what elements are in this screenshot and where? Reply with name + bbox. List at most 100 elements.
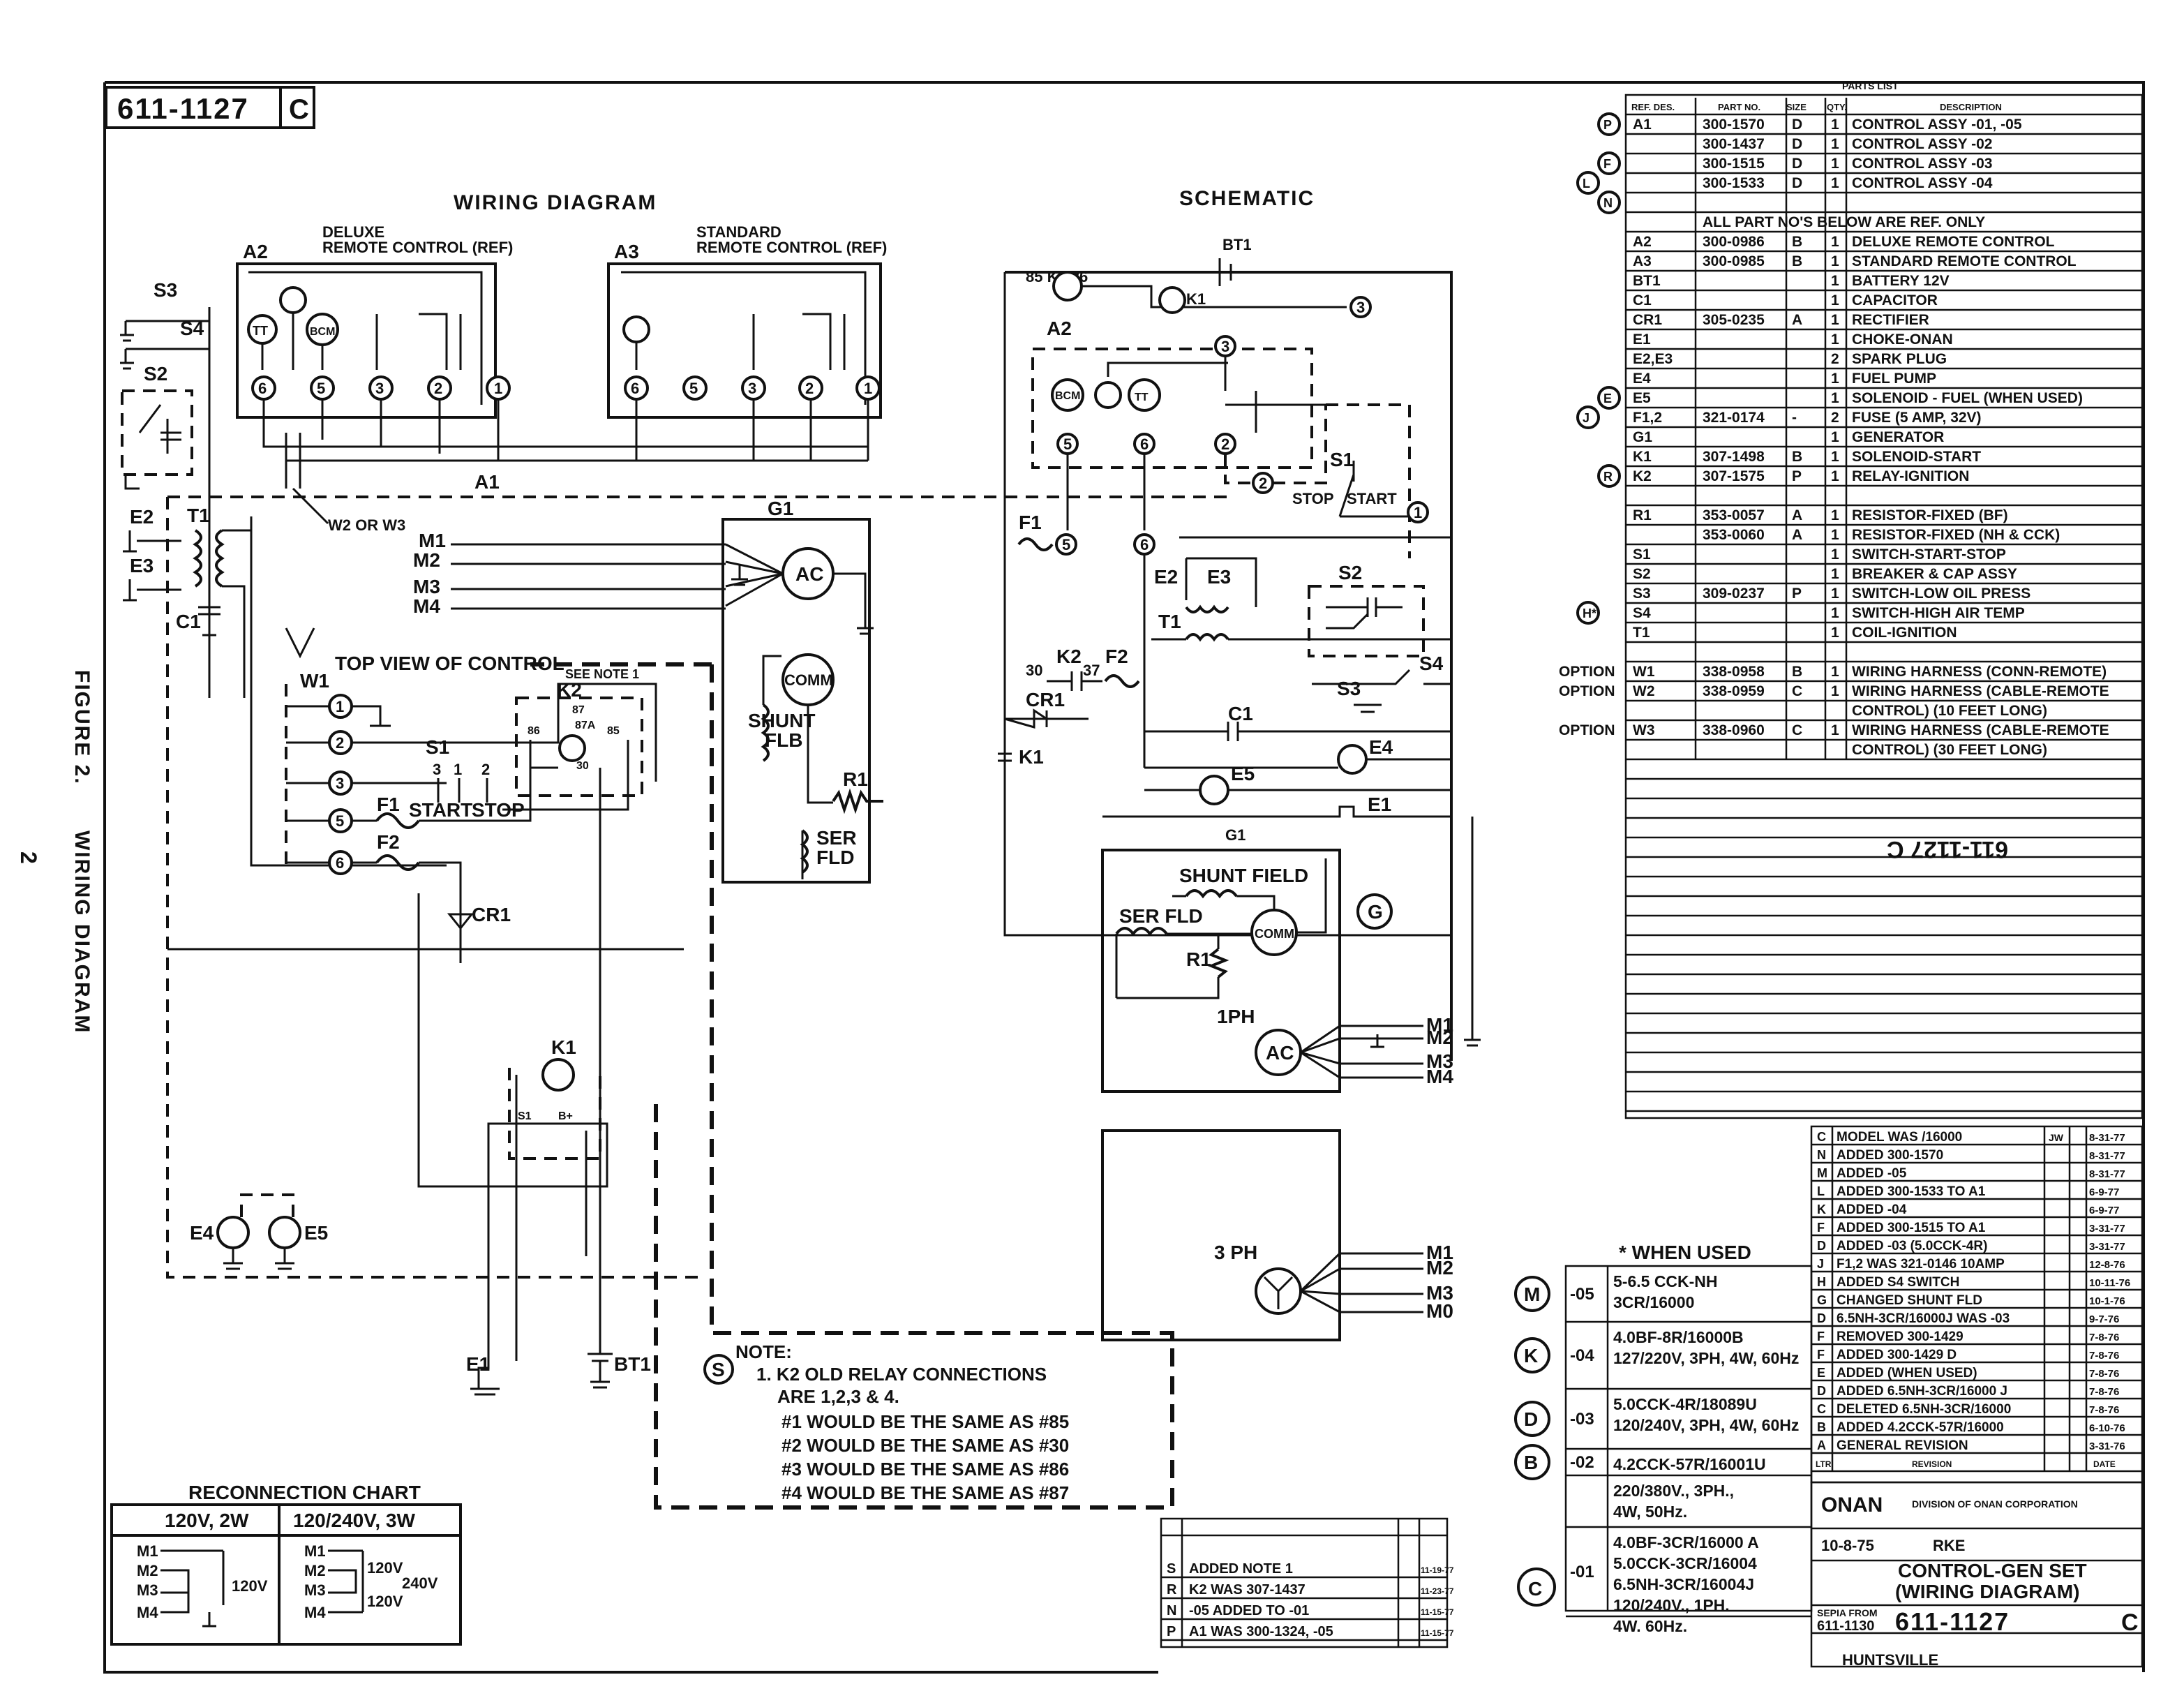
rev-letter: F	[1817, 1348, 1825, 1362]
model-text: 4W. 60Hz.	[1613, 1617, 1687, 1635]
model-dash: -03	[1570, 1410, 1594, 1429]
parts-cell: FUSE (5 AMP, 32V)	[1852, 410, 1982, 426]
rev-description: ADDED S4 SWITCH	[1837, 1275, 1959, 1290]
parts-cell: 1	[1831, 664, 1839, 680]
svg-text:M1: M1	[1426, 1014, 1453, 1036]
parts-cell: SWITCH-START-STOP	[1852, 546, 2006, 563]
parts-cell: 309-0237	[1703, 586, 1765, 602]
rev-description: 6.5NH-3CR/16000J WAS -03	[1837, 1311, 2010, 1326]
rev-description: F1,2 WAS 321-0146 10AMP	[1837, 1257, 2005, 1272]
parts-cell: A	[1792, 312, 1802, 328]
inverted-tag: 611-1127 C	[1887, 836, 2008, 863]
svg-text:S: S	[712, 1359, 725, 1380]
svg-text:3: 3	[748, 380, 756, 397]
small-rev-letter: R	[1167, 1582, 1177, 1598]
cr1-label: CR1	[472, 904, 511, 925]
revision-marker-text: F	[1603, 157, 1611, 171]
parts-cell: 1	[1831, 468, 1839, 484]
sch-c1: C1	[1228, 703, 1253, 724]
model-text: 4.0BF-8R/16000B	[1613, 1328, 1744, 1346]
parts-cell: 1	[1831, 566, 1839, 582]
svg-text:120/240V, 3W: 120/240V, 3W	[293, 1510, 415, 1531]
rev-date: 12-8-76	[2089, 1259, 2125, 1271]
parts-cell: 2	[1831, 410, 1839, 426]
title-block: ONAN DIVISION OF ONAN CORPORATION 10-8-7…	[1810, 1481, 2144, 1669]
svg-text:LTR: LTR	[1816, 1459, 1832, 1469]
model-text: 4W, 50Hz.	[1613, 1503, 1687, 1521]
sch-1ph-leads: M1 M2 M3 M4	[1300, 1014, 1453, 1087]
model-marker-text: D	[1524, 1408, 1538, 1430]
sch-1ph: 1PH	[1217, 1006, 1255, 1027]
revision-marker-text: H*	[1583, 606, 1596, 620]
rev-date: 8-31-77	[2089, 1150, 2125, 1162]
r1-label: R1	[843, 768, 868, 790]
parts-cell: SPARK PLUG	[1852, 351, 1947, 367]
a3-label2: REMOTE CONTROL (REF)	[696, 239, 887, 256]
see-note: SEE NOTE 1	[565, 667, 639, 681]
model-text: 6.5NH-3CR/16004J	[1613, 1575, 1754, 1593]
revision-marker	[1597, 151, 1621, 175]
parts-cell: B	[1792, 253, 1802, 269]
parts-cell: E1	[1633, 332, 1651, 348]
page-number: 2	[16, 851, 41, 865]
parts-cell: R1	[1633, 507, 1652, 523]
svg-text:2: 2	[1259, 475, 1267, 492]
small-rev-desc: A1 WAS 300-1324, -05	[1189, 1624, 1333, 1639]
parts-cell: RELAY-IGNITION	[1852, 468, 1969, 484]
parts-header-cell: SIZE	[1786, 102, 1807, 112]
parts-cell: 1	[1831, 175, 1839, 191]
svg-text:6: 6	[1140, 435, 1149, 453]
rev-letter: B	[1817, 1420, 1826, 1434]
svg-text:M3: M3	[413, 576, 440, 597]
svg-text:S1: S1	[518, 1110, 532, 1122]
rev-description: DELETED 6.5NH-3CR/16000	[1837, 1402, 2011, 1417]
svg-text:C: C	[1528, 1578, 1542, 1600]
reconnection-title: RECONNECTION CHART	[188, 1482, 421, 1503]
rev-date: 10-11-76	[2089, 1277, 2130, 1289]
a2-box	[236, 262, 497, 419]
k2-relay	[515, 697, 643, 797]
parts-cell: E2,E3	[1633, 351, 1673, 367]
svg-text:#2 WOULD BE THE SAME AS #30: #2 WOULD BE THE SAME AS #30	[781, 1435, 1069, 1456]
parts-cell: BATTERY 12V	[1852, 273, 1950, 289]
parts-cell: C1	[1633, 292, 1652, 308]
parts-cell: 1	[1831, 156, 1839, 172]
reconnection-chart	[110, 1503, 462, 1646]
svg-text:REVISION: REVISION	[1912, 1459, 1952, 1469]
model-marker	[1514, 1276, 1550, 1312]
rev-letter: D	[1817, 1239, 1826, 1253]
parts-cell: CONTROL ASSY -03	[1852, 156, 1993, 172]
svg-text:TT: TT	[1135, 392, 1149, 403]
svg-text:M2: M2	[1426, 1027, 1453, 1048]
figure-number: FIGURE 2.	[70, 670, 94, 785]
rev-description: ADDED 300-1533 TO A1	[1837, 1184, 1986, 1199]
parts-cell: GENERATOR	[1852, 429, 1944, 445]
rev-date: 8-31-77	[2089, 1168, 2125, 1180]
svg-text:M2: M2	[413, 549, 440, 571]
parts-cell: A2	[1633, 234, 1652, 250]
model-dash: -01	[1570, 1563, 1594, 1581]
model-marker	[1514, 1337, 1550, 1373]
parts-cell: 1	[1831, 625, 1839, 641]
parts-cell: K2	[1633, 468, 1652, 484]
shunt-label: SHUNT	[748, 710, 815, 731]
model-marker-text: K	[1524, 1345, 1538, 1366]
parts-cell: 300-1515	[1703, 156, 1765, 172]
parts-cell: 1	[1831, 683, 1839, 699]
parts-cell: SWITCH-HIGH AIR TEMP	[1852, 605, 2025, 621]
revision-marker	[1597, 464, 1621, 488]
g1-label: G1	[768, 498, 793, 519]
model-marker-text: M	[1524, 1283, 1540, 1305]
sch-f1: F1	[1019, 512, 1042, 533]
parts-cell: 1	[1831, 605, 1839, 621]
parts-cell: 300-0985	[1703, 253, 1765, 269]
parts-cell: P	[1792, 586, 1802, 602]
parts-cell: A1	[1633, 117, 1652, 133]
top-view-label: TOP VIEW OF CONTROL	[335, 653, 564, 674]
sch-g1-box	[1101, 849, 1341, 1093]
parts-cell: 1	[1831, 546, 1839, 563]
revision-marker	[1576, 405, 1600, 429]
sch-e3: E3	[1207, 566, 1231, 588]
